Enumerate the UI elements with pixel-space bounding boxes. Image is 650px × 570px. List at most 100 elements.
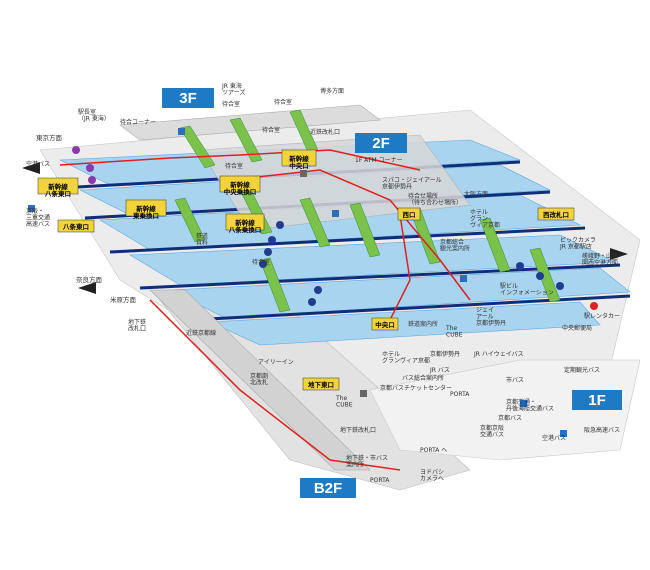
exit-box-central[interactable] xyxy=(371,317,399,331)
direction-arrow-osaka xyxy=(610,248,628,260)
label-porta-dir: PORTA へ xyxy=(420,447,447,454)
exit-box-shinkansen-hachijo-transfer[interactable] xyxy=(225,213,265,231)
floor-badge-2f: 2F xyxy=(355,133,407,153)
label-airport-bus-2: 空港バス xyxy=(542,434,566,442)
exit-box-shinkansen-hachijo-east[interactable] xyxy=(37,177,79,195)
platform-number-marker xyxy=(264,248,272,256)
floor-label-1f: 1F xyxy=(588,392,606,409)
direction-arrow-tokyo xyxy=(22,162,40,174)
floor-label-3f: 3F xyxy=(179,90,197,107)
label-subway-1: 鉄道資料 xyxy=(196,232,208,247)
b2f-corridor xyxy=(149,289,371,471)
label-jr-tokai-tours: JR 東海ツアーズ xyxy=(221,82,245,97)
escalators xyxy=(174,109,561,313)
label-central-post: 中央郵便局 xyxy=(562,324,592,332)
floor-label-2f: 2F xyxy=(372,135,390,152)
floor-label-b2f: B2F xyxy=(314,480,342,497)
exit-box-west-transfer[interactable] xyxy=(537,207,575,221)
floor-badge-3f: 3F xyxy=(162,88,214,108)
label-waiting-room-5: 待合室 xyxy=(225,162,243,170)
exit-label-underground-east: 地下東口 xyxy=(308,380,334,389)
route-lines xyxy=(59,149,471,471)
2f-bridge xyxy=(199,134,471,231)
label-subway-gate-2: 地下鉄改札口 xyxy=(340,426,376,434)
label-kyoto-station-north: 京都劇北改札 xyxy=(250,372,268,387)
toilet-icon xyxy=(332,210,339,217)
platform-number-marker xyxy=(276,221,284,229)
label-kyoto-bus-ticket: 京都バスチケットセンター xyxy=(380,384,452,392)
exit-label-west: 西口 xyxy=(403,211,416,219)
platform-number-marker xyxy=(516,262,524,270)
label-waiting-room-4: 待合室 xyxy=(252,258,270,266)
exit-label-central: 中央口 xyxy=(375,320,395,329)
platform-6 xyxy=(209,301,601,346)
label-porta-2: PORTA xyxy=(370,477,390,484)
label-waiting-room-3: 待合室 xyxy=(262,126,280,134)
route-west xyxy=(389,214,411,321)
exit-box-west[interactable] xyxy=(397,207,421,221)
exit-box-shinkansen-east-transfer[interactable] xyxy=(125,199,167,217)
label-maibara-dir: 米原方面 xyxy=(110,295,137,304)
platform-number-marker xyxy=(536,272,544,280)
bus-icon xyxy=(560,430,567,437)
label-isetan-2: 京都伊勢丹 xyxy=(430,350,460,358)
label-osaka-dir: 大阪方面 xyxy=(464,190,488,198)
track-3 xyxy=(109,226,586,254)
label-train-info: 鉄道案内所 xyxy=(408,320,438,328)
route-main xyxy=(59,149,421,171)
exit-label-west-transfer: 西改札口 xyxy=(543,210,569,219)
facility-icons xyxy=(28,128,598,437)
direction-arrow-nara xyxy=(78,282,96,294)
exit-box-shinkansen-central-transfer[interactable] xyxy=(219,175,261,193)
exit-label-shinkansen-central: 新幹線中央口 xyxy=(289,154,309,170)
label-sagano-line: 嵯峨野・山陰・関西空港方面 xyxy=(582,252,624,267)
map-labels: 東京方面 駅長室（JR 東海） 待合コーナー JR 東海ツアーズ 待合室 待合室… xyxy=(26,82,624,484)
exit-label-shinkansen-central-transfer: 新幹線中央乗換口 xyxy=(224,180,257,196)
post-icon xyxy=(590,302,598,310)
exit-label-shinkansen-east-transfer: 新幹線東乗換口 xyxy=(133,204,159,220)
escalator-4 xyxy=(174,197,206,243)
info-icon xyxy=(360,390,367,397)
platform-numbers xyxy=(72,146,564,306)
exit-box-shinkansen-central[interactable] xyxy=(281,149,317,167)
label-tokyo-dir: 東京方面 xyxy=(36,133,63,142)
exit-label-shinkansen-hachijo-transfer: 新幹線八条乗換口 xyxy=(228,218,262,234)
label-jr-isetan: ジェイアール京都伊勢丹 xyxy=(476,307,506,327)
label-city-bus: 市バス xyxy=(506,376,524,384)
route-2f xyxy=(229,169,471,301)
bus-icon xyxy=(28,205,35,212)
label-bus-ticket-info: バス総合案内所 xyxy=(402,374,444,382)
label-atm-1f: 1F ATM コーナー xyxy=(355,157,403,164)
label-jr-bus: JR バス xyxy=(429,367,450,374)
label-station-building-info: 駅ビルインフォメーション xyxy=(500,282,554,297)
label-spaco: スパコ・ジェイアール京都伊勢丹 xyxy=(382,177,442,191)
label-nara-dir: 奈良方面 xyxy=(76,275,103,284)
platform-number-marker xyxy=(268,236,276,244)
label-keihan-bus-2: 京都交通・丹後海陸交通バス xyxy=(506,398,554,413)
info-icon xyxy=(300,170,307,177)
platform-number-marker xyxy=(88,176,96,184)
label-meeting-place: 待合せ場所（待ち合わせ場所） xyxy=(408,192,462,207)
platform-number-marker xyxy=(259,260,267,268)
label-keihan-bus: 京阪・三重交通高速バス xyxy=(26,207,50,228)
label-hotel-granvia-2: ホテルグランヴィア京都 xyxy=(382,351,430,365)
platform-number-marker xyxy=(72,146,80,154)
label-kintetsu-line: 近鉄京都線 xyxy=(186,329,216,337)
label-jr-highway-bus: JR ハイウェイバス xyxy=(473,350,524,358)
exit-box-hachijo-east[interactable] xyxy=(57,219,95,233)
label-waiting-room-2: 待合室 xyxy=(274,98,292,106)
floor-badge-1f: 1F xyxy=(572,390,622,410)
escalator-1 xyxy=(179,125,216,169)
label-eat-line: アイリーイン xyxy=(258,359,294,366)
toilet-icon xyxy=(178,128,185,135)
bus-icon xyxy=(520,400,527,407)
1f-plaza xyxy=(369,359,641,461)
escalator-9 xyxy=(479,217,511,273)
exit-box-underground-east[interactable] xyxy=(302,377,340,391)
escalator-2 xyxy=(229,117,263,163)
label-rent-a-car: 駅レンタカー xyxy=(584,312,620,320)
